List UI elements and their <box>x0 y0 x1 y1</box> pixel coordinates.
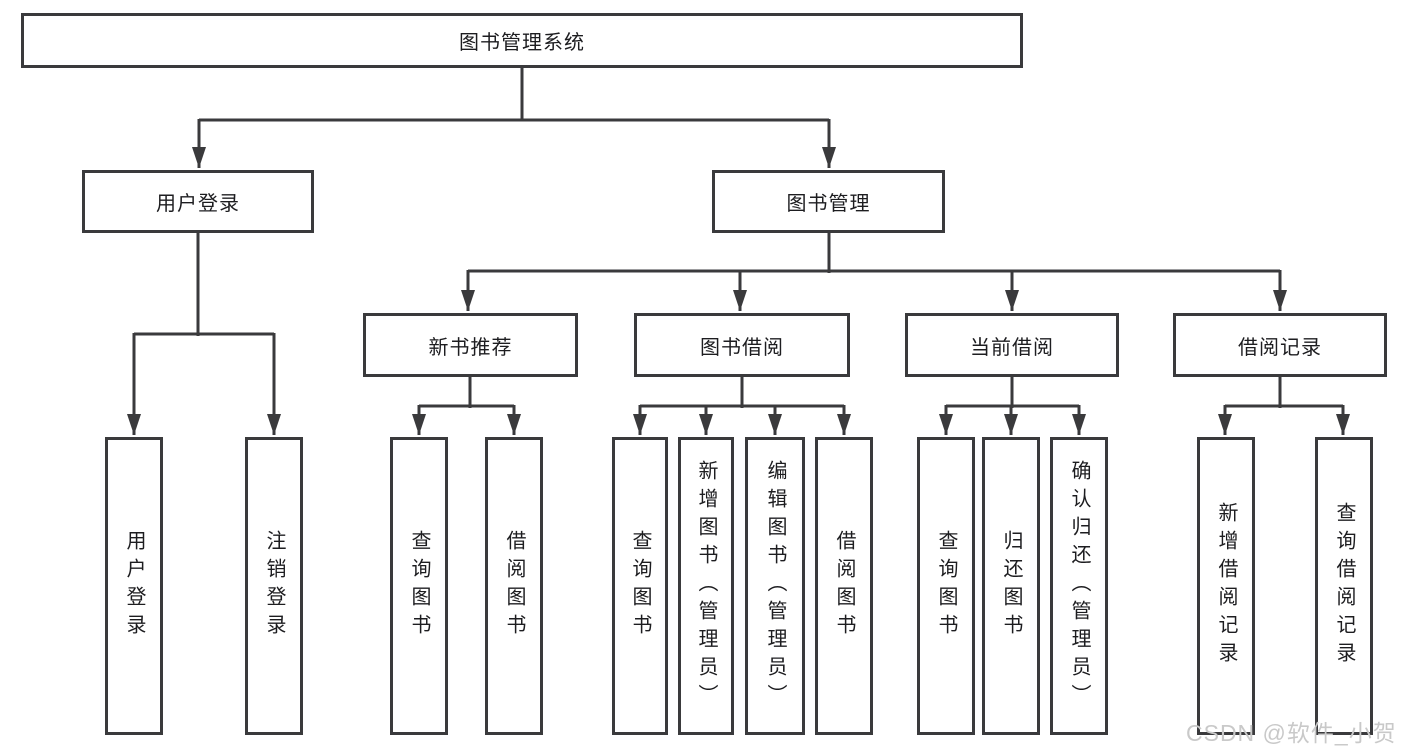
leaf-label: 确认归还（管理员） <box>1068 460 1090 712</box>
node-leaf-return-books: 归还图书 <box>982 437 1040 735</box>
leaf-label: 借阅图书 <box>833 530 855 642</box>
node-book-borrow: 图书借阅 <box>634 313 850 377</box>
node-leaf-query-books-borrow: 查询图书 <box>612 437 668 735</box>
node-root-library-system: 图书管理系统 <box>21 13 1023 68</box>
node-leaf-borrow-books-recommend: 借阅图书 <box>485 437 543 735</box>
node-user-login: 用户登录 <box>82 170 314 233</box>
node-book-management: 图书管理 <box>712 170 945 233</box>
node-leaf-query-borrow-record: 查询借阅记录 <box>1315 437 1373 735</box>
leaf-label: 编辑图书（管理员） <box>764 460 786 712</box>
node-leaf-query-books-recommend: 查询图书 <box>390 437 448 735</box>
node-leaf-add-borrow-record: 新增借阅记录 <box>1197 437 1255 735</box>
node-current-borrow: 当前借阅 <box>905 313 1119 377</box>
csdn-watermark: CSDN @软件_小贺同学 <box>1186 720 1397 746</box>
node-leaf-query-books-current: 查询图书 <box>917 437 975 735</box>
node-leaf-add-book-admin: 新增图书（管理员） <box>678 437 734 735</box>
node-leaf-edit-book-admin: 编辑图书（管理员） <box>745 437 805 735</box>
leaf-label: 新增借阅记录 <box>1215 502 1237 670</box>
leaf-label: 借阅图书 <box>503 530 525 642</box>
leaf-label: 用户登录 <box>123 530 145 642</box>
leaf-label: 归还图书 <box>1000 530 1022 642</box>
leaf-label: 查询借阅记录 <box>1333 502 1355 670</box>
leaf-label: 查询图书 <box>629 530 651 642</box>
node-leaf-confirm-return-admin: 确认归还（管理员） <box>1050 437 1108 735</box>
leaf-label: 注销登录 <box>263 530 285 642</box>
node-leaf-borrow-books: 借阅图书 <box>815 437 873 735</box>
leaf-label: 查询图书 <box>408 530 430 642</box>
node-new-book-recommend: 新书推荐 <box>363 313 578 377</box>
leaf-label: 新增图书（管理员） <box>695 460 717 712</box>
node-leaf-logout: 注销登录 <box>245 437 303 735</box>
node-leaf-user-login: 用户登录 <box>105 437 163 735</box>
leaf-label: 查询图书 <box>935 530 957 642</box>
node-borrow-records: 借阅记录 <box>1173 313 1387 377</box>
